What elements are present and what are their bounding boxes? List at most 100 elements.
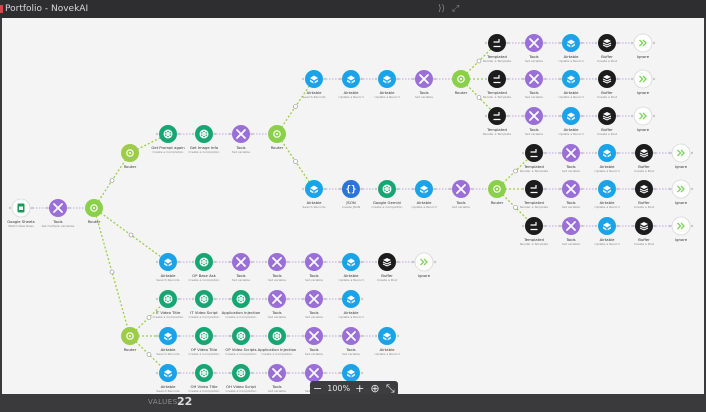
filter-icon[interactable] xyxy=(513,168,518,174)
module-r1[interactable]: Router xyxy=(268,125,286,150)
expand-icon[interactable]: ⤢ xyxy=(452,4,460,14)
module-ig1[interactable]: Ignore xyxy=(630,33,656,59)
module-circle[interactable] xyxy=(232,364,250,382)
filter-icon[interactable] xyxy=(109,269,115,275)
module-ig3[interactable]: Ignore xyxy=(630,106,656,132)
module-circle[interactable] xyxy=(488,107,506,125)
module-circle[interactable] xyxy=(525,144,543,162)
zoom-in-button[interactable]: + xyxy=(355,382,365,395)
module-circle[interactable] xyxy=(195,327,213,345)
collapse-icon[interactable]: ⟩⟩ xyxy=(438,4,446,14)
zoom-out-button[interactable]: − xyxy=(313,382,323,395)
auto-align-icon[interactable]: ⤡ xyxy=(385,382,395,395)
filter-icon[interactable] xyxy=(109,178,115,183)
filter-icon[interactable] xyxy=(293,104,298,109)
filter-icon[interactable] xyxy=(293,159,298,164)
filter-icon[interactable] xyxy=(476,58,482,64)
module-qi3[interactable]: Ignore xyxy=(668,216,694,242)
module-r2[interactable]: Router xyxy=(452,70,470,95)
module-r3[interactable]: Router xyxy=(488,180,506,205)
module-circle[interactable] xyxy=(488,70,506,88)
connection-r0-c1[interactable] xyxy=(93,207,169,263)
fit-view-icon[interactable]: ⊕ xyxy=(370,382,380,395)
module-circle[interactable] xyxy=(378,180,396,198)
module-circle[interactable] xyxy=(195,290,213,308)
module-circle[interactable] xyxy=(232,327,250,345)
filter-icon[interactable] xyxy=(128,232,134,238)
module-circle[interactable] xyxy=(342,180,360,198)
connection-r0-f2[interactable] xyxy=(93,207,131,337)
module-circle[interactable] xyxy=(159,125,177,143)
module-qi2[interactable]: Ignore xyxy=(668,179,694,205)
module-circle[interactable] xyxy=(525,180,543,198)
filter-icon[interactable] xyxy=(146,352,152,357)
module-circle[interactable] xyxy=(195,364,213,382)
filter-icon[interactable] xyxy=(146,315,152,320)
connection-f1-o1[interactable] xyxy=(129,133,169,154)
module-circle[interactable] xyxy=(232,290,250,308)
module-qi1[interactable]: Ignore xyxy=(668,143,694,169)
connection-r0-f1[interactable] xyxy=(93,152,131,209)
module-c8[interactable]: Ignore xyxy=(411,252,437,278)
connection-r1-a1[interactable] xyxy=(276,78,315,135)
module-circle[interactable] xyxy=(195,253,213,271)
module-circle[interactable] xyxy=(268,327,286,345)
connection-r1-b1[interactable] xyxy=(276,133,315,190)
filter-icon[interactable] xyxy=(513,205,518,210)
module-circle[interactable] xyxy=(488,34,506,52)
